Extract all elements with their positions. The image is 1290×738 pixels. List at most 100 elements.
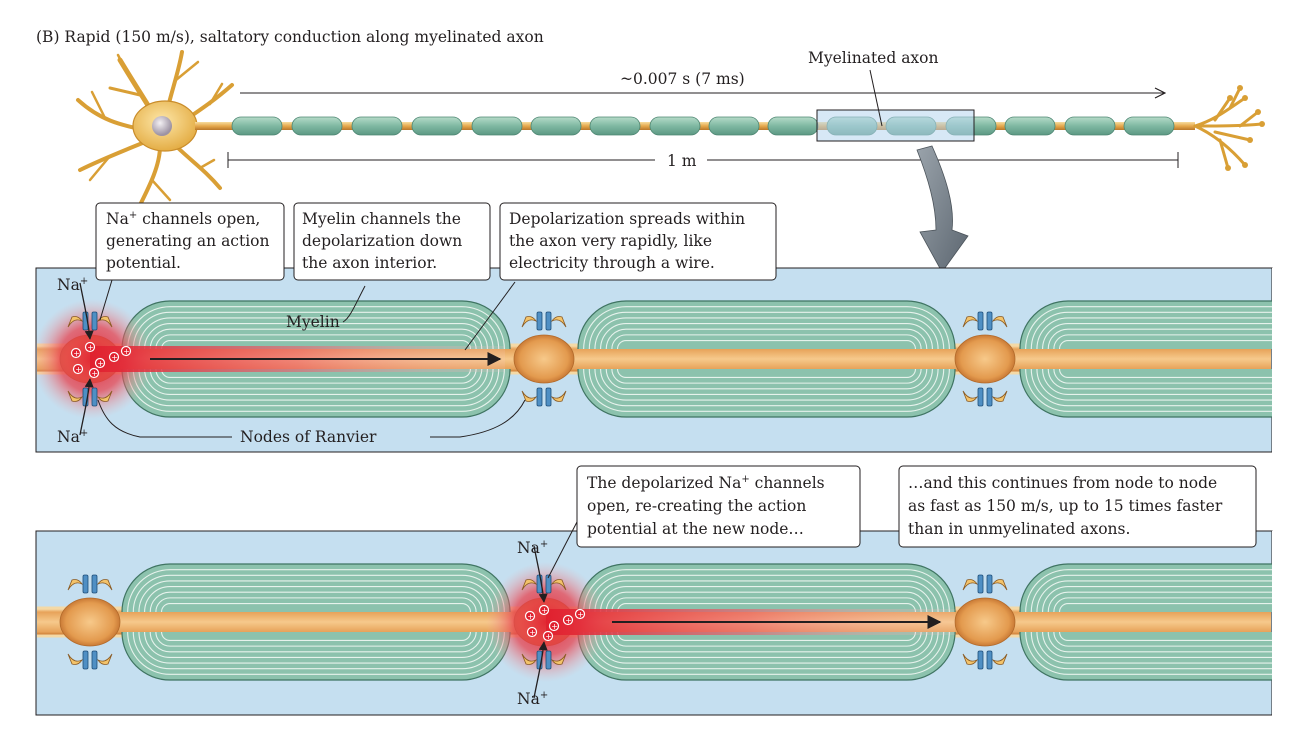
callout-2-line-1: Myelin channels the <box>302 210 461 228</box>
callout-4-line-2: open, re-creating the action <box>587 497 806 515</box>
myelin-lamella <box>594 368 939 401</box>
myelin-sheath <box>1019 631 1290 681</box>
positive-ion-sign: + <box>87 343 94 352</box>
figure-title: (B) Rapid (150 m/s), saltatory conductio… <box>36 28 544 46</box>
sodium-channel <box>962 574 1008 594</box>
panel-2-callouts: The depolarized Na+ channels open, re-cr… <box>547 465 1257 579</box>
positive-ion-sign: + <box>545 632 552 641</box>
panel-1: +++++++ <box>32 267 1290 454</box>
positive-ion-sign: + <box>577 610 584 619</box>
myelin-lamella <box>149 591 483 613</box>
positive-ion <box>538 604 550 616</box>
myelin-lamella <box>155 334 477 350</box>
myelin-lamella <box>1036 368 1290 401</box>
myelin-segment <box>589 116 641 136</box>
panel-edge-mask <box>1272 268 1290 454</box>
myelin-lamella <box>138 631 494 664</box>
myelin-lamella <box>160 339 472 350</box>
myelin-lamella <box>600 586 933 613</box>
myelin-lamella <box>594 317 939 350</box>
myelin-lamella <box>144 586 488 613</box>
positive-ion <box>542 630 554 642</box>
myelin-lamella <box>155 597 477 613</box>
sodium-channel <box>521 387 567 407</box>
myelin-lamella <box>1036 317 1290 350</box>
myelin-lamella <box>1025 631 1290 675</box>
myelin-segment <box>767 116 819 136</box>
myelin-lamella <box>611 597 922 613</box>
na-influx-arrow-top <box>79 282 94 340</box>
myelin-lamella <box>1036 631 1290 664</box>
callout-continues-node-to-node <box>898 465 1257 548</box>
positive-ion <box>94 357 106 369</box>
na-label-bottom: Na+ <box>57 428 88 446</box>
myelin-lamella <box>616 602 917 613</box>
myelin-lamella <box>611 368 922 384</box>
nucleus <box>152 116 172 136</box>
zoom-arrow <box>916 145 969 273</box>
time-label-bg <box>612 68 747 92</box>
positive-ion-sign: + <box>551 622 558 631</box>
callout-4-line-1: The depolarized Na+ channels <box>587 474 825 492</box>
sodium-channel <box>67 311 113 331</box>
positive-ion <box>562 614 574 626</box>
myelin-lamella <box>160 602 472 613</box>
myelin-lamella <box>1025 306 1290 350</box>
panel-2-axon: +++++++ <box>37 531 1290 717</box>
nodes-leader-right <box>430 399 526 438</box>
myelin-segment <box>649 116 701 136</box>
panel-1-axon: +++++++ <box>32 268 1290 454</box>
positive-ion-sign: + <box>91 369 98 378</box>
myelin-lamella <box>1025 368 1290 412</box>
callout-1-line-1: Na+ channels open, <box>106 210 260 228</box>
callout-1-line-2: generating an action <box>106 232 270 250</box>
time-label: ~0.007 s (7 ms) <box>620 70 745 88</box>
myelin-lamella <box>605 368 928 390</box>
myelin-lamella <box>1042 368 1290 395</box>
myelin-segment <box>351 116 403 136</box>
myelin-lamella <box>1042 631 1290 658</box>
callout-4-line-3: potential at the new node… <box>587 520 804 538</box>
myelin-lamella <box>149 631 483 653</box>
inset-label: Myelinated axon <box>808 49 939 67</box>
panel-1-callouts: Na+ channels open, generating an action … <box>95 202 777 351</box>
axon-terminals <box>1193 86 1264 170</box>
positive-ion-sign: + <box>527 612 534 621</box>
myelin-lamella <box>588 311 945 350</box>
na-label-top-2: Na+ <box>517 539 548 557</box>
myelin-sheath <box>121 368 511 418</box>
myelin-lamella <box>1030 574 1290 613</box>
myelin-lamella <box>160 631 472 642</box>
myelin-sheath <box>577 563 956 613</box>
na-label-bottom-2: Na+ <box>517 690 548 708</box>
node-of-ranvier <box>954 334 1016 384</box>
callout-3-line-2: the axon very rapidly, like <box>509 232 712 250</box>
callout-2-line-2: depolarization down <box>302 232 462 250</box>
inset-leader <box>869 69 883 127</box>
na-label-top: Na+ <box>57 276 88 294</box>
positive-ion <box>524 610 536 622</box>
callout-3-line-3: electricity through a wire. <box>509 254 715 272</box>
positive-ion <box>120 345 132 357</box>
myelin-lamella <box>1025 569 1290 613</box>
myelin-sheath <box>577 631 956 681</box>
positive-ion-sign: + <box>541 606 548 615</box>
callout-myelin-channels <box>293 202 491 281</box>
myelin-segment <box>411 116 463 136</box>
myelin-label: Myelin <box>286 313 340 331</box>
neuron-overview <box>76 50 1265 207</box>
positive-ion <box>84 341 96 353</box>
positive-ion-sign: + <box>97 359 104 368</box>
myelin-lamella <box>1036 580 1290 613</box>
myelin-lamella <box>1030 631 1290 670</box>
na-influx-arrow-top <box>533 545 548 603</box>
positive-ion <box>548 620 560 632</box>
positive-ion <box>70 347 82 359</box>
callout-depolarization-spreads <box>499 202 777 281</box>
positive-ion-sign: + <box>73 349 80 358</box>
positive-ion <box>526 626 538 638</box>
sodium-channel <box>67 574 113 594</box>
node-of-ranvier <box>59 597 121 647</box>
callout-3-line-1: Depolarization spreads within <box>509 210 745 228</box>
myelin-lamella <box>138 580 494 613</box>
